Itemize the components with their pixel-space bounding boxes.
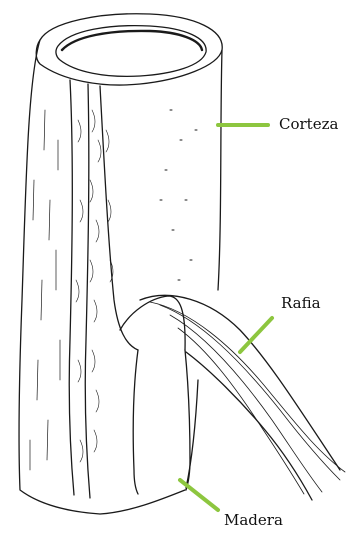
raffia-fiber-1 [160,305,340,480]
label-rafia: Rafia [281,296,321,311]
raffia-strip-bottom [186,352,312,500]
raffia-strip-top [140,295,340,470]
trunk-outline-right [186,50,222,488]
rim-inner-shadow [62,31,202,50]
inner-stipple [160,110,197,280]
cut-face-inner-edge [100,86,138,350]
label-madera: Madera [224,513,283,528]
rim-inner [56,26,206,77]
raffia-fiber-2 [170,315,322,492]
wood-column-right [185,350,190,490]
wood-column-left [133,350,138,494]
wood-top-arch [120,296,185,350]
cut-face-mid [85,84,90,498]
leader-line-madera [180,480,218,510]
cell-texture [76,110,113,462]
label-corteza: Corteza [279,117,338,132]
bark-texture [30,110,60,470]
cut-face-outer-edge [69,80,74,495]
